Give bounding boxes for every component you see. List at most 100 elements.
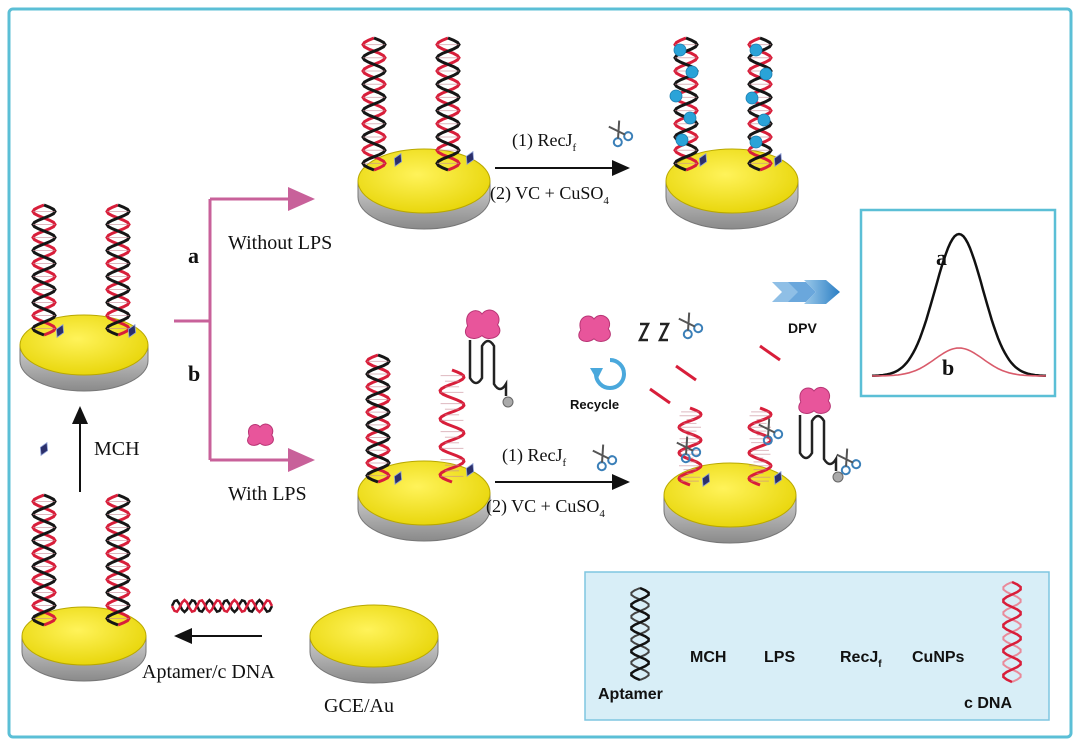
scissors-icon-complex-blade-1 <box>845 448 849 467</box>
mch-legend-step <box>39 441 49 457</box>
cunp-particle-1 <box>685 65 699 79</box>
complex-left-anchor <box>502 396 514 408</box>
scissors-icon-top-blade-2 <box>608 125 626 136</box>
outer-frame <box>7 7 1073 739</box>
dpv-chart-frame <box>859 208 1057 398</box>
mch-bottom-2 <box>465 462 475 478</box>
cunp-particle-8 <box>757 113 771 127</box>
electrodes <box>19 148 799 684</box>
free-duplex-cdna <box>170 598 274 614</box>
dpv-chart: a b <box>859 208 1057 398</box>
legend-mch-label: MCH <box>690 649 726 666</box>
dpv-group: DPV <box>772 280 840 336</box>
helix-start-right-strand-1 <box>105 203 131 337</box>
mch-bottom-after-2 <box>773 470 783 486</box>
dpv-curve-b-label: b <box>942 355 954 380</box>
scissors-icon-bottom-blade-2 <box>592 449 610 460</box>
branch-arrows <box>174 187 315 472</box>
dpv-arrow-icon-2 <box>788 282 816 302</box>
scissors-icon-after-1-blade-2 <box>676 441 694 452</box>
branch-a-letter: a <box>188 243 199 268</box>
helix-bottom-before-left <box>365 353 391 484</box>
helix-top-before-left <box>361 36 387 172</box>
branch-a-label: Without LPS <box>228 232 332 254</box>
scissors-icon-after-2-blade-2 <box>758 423 776 434</box>
complex-left-aptamer <box>468 339 508 396</box>
scissors-icon-after-1-ring-1 <box>680 453 691 464</box>
complex-right-aptamer <box>798 414 838 471</box>
helix-aptamer-right <box>105 493 131 627</box>
helix-start-left <box>31 203 57 337</box>
scissors-icon-top-blade-1 <box>617 120 621 139</box>
dpv-label: DPV <box>788 320 817 336</box>
top-step2-label: (2) VC + CuSO4 <box>490 183 609 207</box>
scissors-icon-after-2-blade-1 <box>767 418 771 437</box>
cunp-particle-3 <box>683 111 697 125</box>
helix-start-left-strand-1 <box>31 203 57 337</box>
dpv-curve-b <box>871 347 1047 377</box>
helix-top-before-right <box>435 36 461 172</box>
cdna-fragment-0 <box>675 364 697 382</box>
dpv-curve-a-label: a <box>936 245 947 270</box>
scissors-icon-after-1-ring-2 <box>691 447 702 458</box>
complex-right <box>798 414 844 483</box>
lps-complex-left <box>464 309 501 339</box>
helix-bottom-after-right-strand-1 <box>747 406 773 487</box>
legend-cdna-label: c DNA <box>964 695 1012 712</box>
helix-top-before-left-strand-1 <box>361 36 387 172</box>
mch-top-2 <box>465 150 475 166</box>
branch-b-label: With LPS <box>228 483 307 505</box>
top-step1-label: (1) RecJf <box>512 130 576 154</box>
cleaved-fragment-1 <box>657 322 671 342</box>
bottom-step2-label: (2) VC + CuSO4 <box>486 496 605 520</box>
scissors-icon-recycle <box>678 312 704 340</box>
electrode-bottom-before-gold-surface <box>357 460 491 526</box>
scissors-icon-recycle-ring-1 <box>682 329 693 340</box>
lps-branch-b <box>247 423 274 446</box>
aptamer-lps-complexes <box>468 339 844 483</box>
lps-complex-right <box>798 386 831 414</box>
complex-left <box>468 339 514 408</box>
electrode-top-after-gold-surface <box>665 148 799 214</box>
helix-top-after-right-strand-1 <box>747 36 773 172</box>
helix-start-right <box>105 203 131 337</box>
cunp-particle-2 <box>669 89 683 103</box>
cunp-particle-4 <box>675 133 689 147</box>
cunp-particle-5 <box>749 43 763 57</box>
cunp-particle-9 <box>749 135 763 149</box>
scissors-icon-complex <box>836 448 862 476</box>
electrode-top-after <box>665 148 799 230</box>
recycle-group: Recycle <box>570 358 626 412</box>
mch-top-after-2 <box>773 152 783 168</box>
cunp-particles <box>669 43 951 617</box>
mch-step-label: MCH <box>94 438 140 460</box>
cleaved-fragment-0 <box>637 322 651 342</box>
electrode-bottom-after-gold-surface <box>663 462 797 528</box>
scissors-icon-after-1 <box>676 436 702 464</box>
legend-box <box>584 571 1050 721</box>
free-duplex <box>170 598 274 614</box>
helix-bottom-after-right <box>747 406 773 487</box>
aptamer-cdna-label: Aptamer/c DNA <box>142 661 275 683</box>
helix-top-before-right-strand-1 <box>435 36 461 172</box>
mch-start-1 <box>55 323 65 339</box>
helix-aptamer-right-strand-1 <box>105 493 131 627</box>
mch-bottom-1 <box>393 470 403 486</box>
electrode-bottom-after <box>663 462 797 544</box>
legend-lps-label: LPS <box>764 649 795 666</box>
scissors-icon-bottom-blade-1 <box>601 444 605 463</box>
scissors-icon-bottom-ring-2 <box>607 455 618 466</box>
helix-aptamer-left-strand-1 <box>31 493 57 627</box>
helix-bottom-before-right <box>438 368 466 484</box>
scissors-icon-after-2 <box>758 418 784 446</box>
scissors-icon-recycle-blade-1 <box>687 312 691 331</box>
scissors-icon-bottom-ring-1 <box>596 461 607 472</box>
cunp-particle-7 <box>745 91 759 105</box>
legend-cdna-icon <box>1002 580 1022 684</box>
recycle-label: Recycle <box>570 397 619 412</box>
helix-bottom-before-left-strand-1 <box>365 353 391 484</box>
cdna-fragment-2 <box>649 387 671 405</box>
legend: Aptamer MCH LPS RecJf CuNPs c DNA <box>584 571 1050 721</box>
dpv-arrow-icon-3 <box>804 280 840 304</box>
